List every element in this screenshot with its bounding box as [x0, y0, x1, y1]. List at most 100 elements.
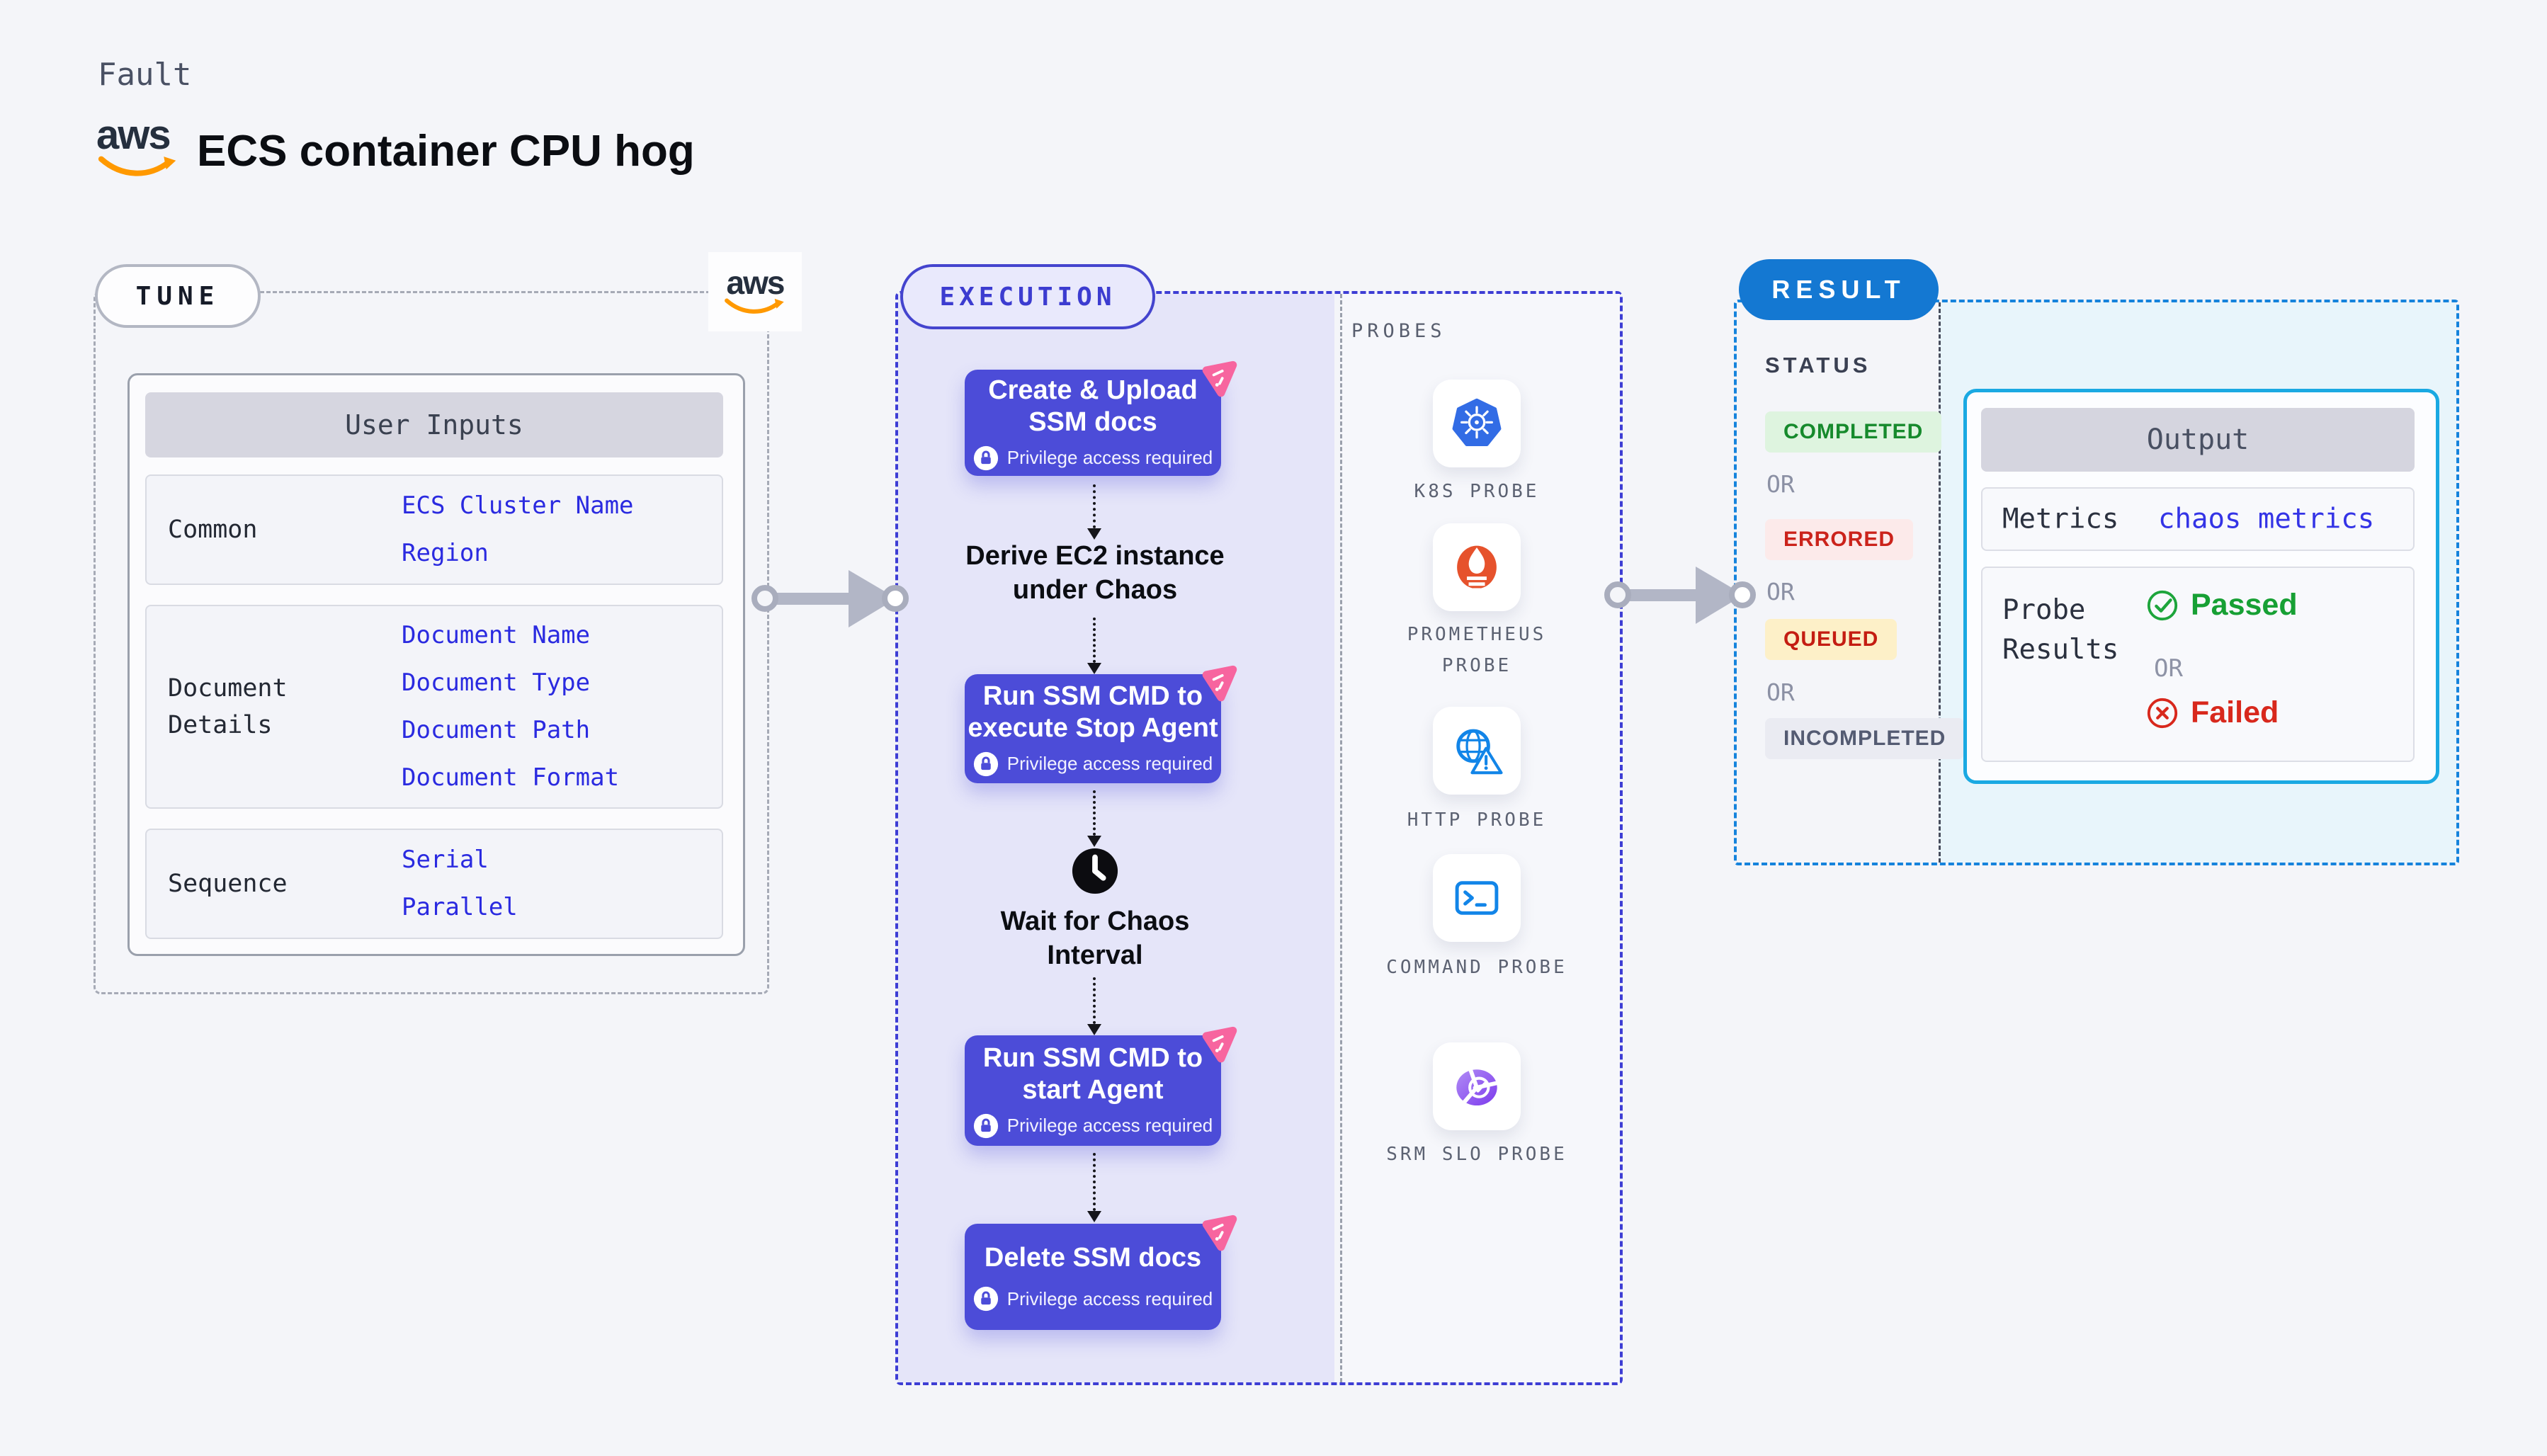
probe-card-srm-slo	[1433, 1042, 1521, 1130]
probe-results-label: Probe Results	[2002, 594, 2119, 666]
flow-connector-arrowhead	[1087, 1211, 1101, 1222]
aws-logo: aws	[96, 115, 181, 188]
flow-connector-arrowhead	[1087, 528, 1101, 540]
step-delete-ssm-docs[interactable]: Delete SSM docs Privilege access require…	[965, 1224, 1221, 1330]
privilege-note: Privilege access required	[1006, 753, 1213, 775]
probes-panel	[1340, 294, 1620, 1382]
user-inputs-card: User Inputs Common ECS Cluster Name Regi…	[127, 373, 745, 956]
verdict-failed: Failed	[2145, 695, 2279, 730]
flow-connector	[1093, 977, 1096, 1024]
probe-card-command	[1433, 854, 1521, 942]
aws-logo-small: aws	[708, 252, 802, 331]
aws-logo-text: aws	[96, 112, 171, 158]
probe-label-http: HTTP PROBE	[1407, 809, 1547, 831]
x-circle-icon	[2147, 698, 2178, 728]
lock-icon	[973, 1113, 998, 1138]
execution-pill-label: EXECUTION	[900, 264, 1155, 329]
chaos-icon	[1202, 665, 1237, 702]
aws-logo-text: aws	[726, 264, 785, 301]
input-row-sequence: Sequence Serial Parallel	[145, 829, 723, 939]
link-document-type[interactable]: Document Type	[402, 669, 591, 697]
user-inputs-header: User Inputs	[145, 392, 723, 457]
row-label: Sequence	[168, 869, 288, 898]
probe-label-srm-slo: SRM SLO PROBE	[1386, 1144, 1567, 1165]
execution-to-result-arrow	[1604, 567, 1756, 624]
chaos-icon	[1202, 360, 1237, 397]
step-title: Delete SSM docs	[984, 1242, 1202, 1273]
link-document-name[interactable]: Document Name	[402, 621, 591, 649]
privilege-note: Privilege access required	[1006, 1287, 1213, 1309]
link-serial[interactable]: Serial	[402, 846, 489, 874]
lock-icon	[973, 751, 998, 776]
result-pill-label: RESULT	[1739, 259, 1939, 320]
verdict-passed: Passed	[2145, 588, 2298, 622]
output-or: OR	[2154, 654, 2183, 683]
link-ecs-cluster-name[interactable]: ECS Cluster Name	[402, 491, 634, 520]
probe-label-prometheus: PROMETHEUS PROBE	[1407, 624, 1547, 677]
probes-header: PROBES	[1351, 320, 1446, 342]
link-document-format[interactable]: Document Format	[402, 763, 620, 792]
aws-smile-icon	[725, 298, 784, 314]
flow-connector	[1093, 1153, 1096, 1211]
tune-to-execution-arrow	[751, 570, 909, 627]
privilege-note: Privilege access required	[1006, 447, 1213, 469]
status-badge-errored: ERRORED	[1765, 519, 1914, 560]
chaos-metrics-link[interactable]: chaos metrics	[2158, 503, 2375, 535]
aws-smile-icon	[98, 156, 176, 176]
output-card: Output Metrics chaos metrics Probe Resul…	[1963, 389, 2439, 784]
row-links: Document Name Document Type Document Pat…	[402, 612, 619, 802]
check-circle-icon	[2147, 590, 2178, 620]
lock-icon	[973, 1287, 998, 1312]
status-badge-queued: QUEUED	[1765, 619, 1898, 660]
flow-connector	[1093, 484, 1096, 528]
prometheus-icon	[1457, 545, 1497, 591]
execution-section-box	[895, 291, 1623, 1385]
link-document-path[interactable]: Document Path	[402, 716, 591, 744]
probe-card-prometheus	[1433, 523, 1521, 611]
metrics-label: Metrics	[2002, 503, 2119, 535]
row-label: Common	[168, 515, 258, 544]
status-or: OR	[1766, 470, 1795, 498]
chaos-icon	[1202, 1215, 1237, 1251]
slo-gauge-icon	[1456, 1069, 1499, 1106]
status-header: STATUS	[1765, 353, 1871, 377]
input-row-document-details: Document Details Document Name Document …	[145, 605, 723, 809]
link-region[interactable]: Region	[402, 539, 489, 567]
flow-connector	[1093, 618, 1096, 663]
clock-icon	[1072, 848, 1118, 894]
row-label: Document Details	[168, 673, 288, 740]
flow-connector-arrowhead	[1087, 836, 1101, 847]
fault-kicker: Fault	[98, 57, 192, 93]
row-links: Serial Parallel	[402, 836, 518, 931]
terminal-icon	[1455, 881, 1499, 915]
probe-label-k8s: K8S PROBE	[1414, 481, 1540, 502]
chaos-icon	[1202, 1026, 1237, 1063]
flow-connector	[1093, 790, 1096, 836]
probe-card-k8s	[1433, 380, 1521, 467]
privilege-row: Privilege access required	[973, 751, 1213, 777]
globe-warning-icon	[1456, 729, 1503, 775]
kubernetes-icon	[1452, 398, 1502, 446]
status-or: OR	[1766, 578, 1795, 605]
link-parallel[interactable]: Parallel	[402, 893, 518, 921]
failed-text: Failed	[2191, 695, 2279, 729]
output-header: Output	[1981, 408, 2415, 472]
privilege-row: Privilege access required	[973, 445, 1213, 471]
privilege-row: Privilege access required	[973, 1113, 1213, 1139]
flow-connector-arrowhead	[1087, 1024, 1101, 1035]
flow-connector-arrowhead	[1087, 663, 1101, 674]
tune-section-box	[93, 291, 769, 994]
row-links: ECS Cluster Name Region	[402, 482, 634, 577]
privilege-note: Privilege access required	[1006, 1115, 1213, 1137]
probe-label-command: COMMAND PROBE	[1386, 957, 1567, 978]
tune-pill-label: TUNE	[95, 264, 261, 328]
status-or: OR	[1766, 678, 1795, 706]
